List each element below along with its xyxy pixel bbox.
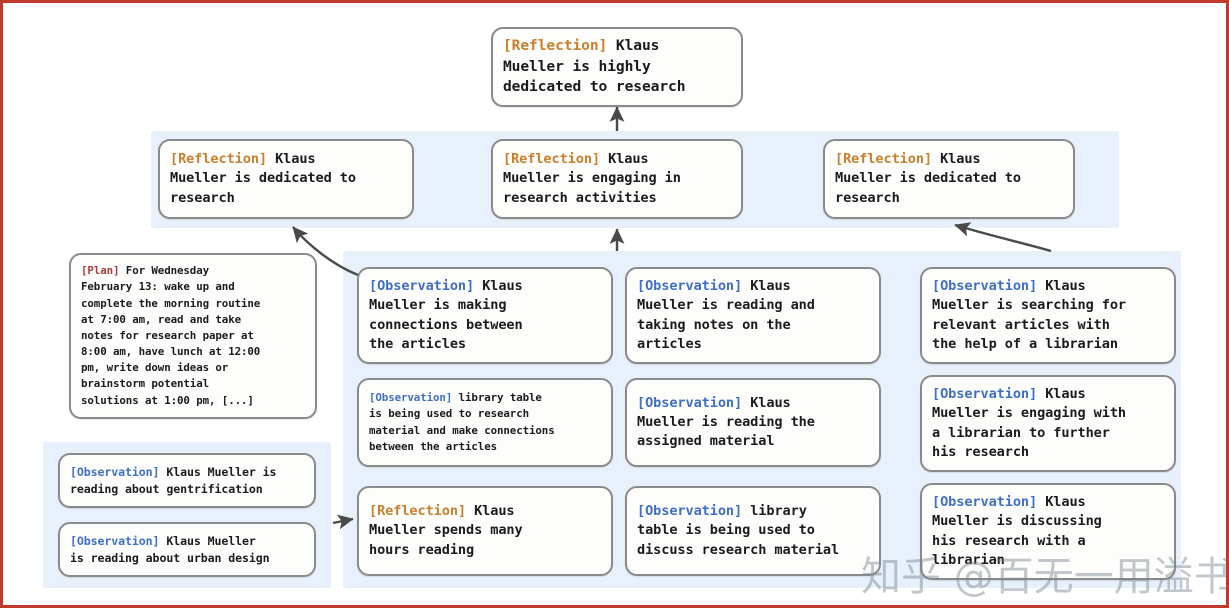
node-col-b-3[interactable]: [Observation] library table is being use…	[625, 486, 881, 576]
node-body: Klaus Mueller is engaging with a librari…	[932, 385, 1127, 460]
node-text: [Reflection] Klaus Mueller spends many h…	[359, 502, 611, 560]
node-body: Klaus Mueller is making connections betw…	[369, 277, 523, 352]
node-text: [Plan] For Wednesday February 13: wake u…	[71, 263, 315, 409]
node-left-observation-2[interactable]: [Observation] Klaus Mueller is reading a…	[58, 522, 316, 577]
tag-observation: [Observation]	[70, 534, 160, 549]
node-body: Klaus Mueller is discussing his research…	[932, 493, 1102, 568]
node-body: Klaus Mueller is highly dedicated to res…	[503, 36, 686, 96]
node-root-reflection[interactable]: [Reflection] Klaus Mueller is highly ded…	[491, 27, 743, 107]
tag-observation: [Observation]	[70, 465, 160, 480]
tag-observation: [Observation]	[932, 277, 1038, 294]
node-text: [Observation] Klaus Mueller is searching…	[922, 277, 1174, 354]
node-body: Klaus Mueller is engaging in research ac…	[503, 151, 681, 206]
tag-observation: [Observation]	[369, 391, 453, 405]
node-text: [Observation] Klaus Mueller is reading a…	[60, 464, 314, 497]
node-text: [Observation] Klaus Mueller is making co…	[359, 277, 611, 354]
node-text: [Observation] Klaus Mueller is reading t…	[627, 394, 879, 452]
node-text: [Observation] Klaus Mueller is reading a…	[627, 277, 879, 354]
node-body: Klaus Mueller is searching for relevant …	[932, 277, 1127, 352]
node-body: library table is being used to research …	[369, 391, 555, 453]
node-text: [Reflection] Klaus Mueller is dedicated …	[160, 150, 412, 208]
tag-observation: [Observation]	[637, 394, 743, 411]
node-body: Klaus Mueller is reading the assigned ma…	[637, 394, 815, 450]
node-col-a-3[interactable]: [Reflection] Klaus Mueller spends many h…	[357, 486, 613, 576]
node-plan[interactable]: [Plan] For Wednesday February 13: wake u…	[69, 253, 317, 419]
node-text: [Observation] library table is being use…	[359, 390, 611, 455]
tag-observation: [Observation]	[369, 277, 475, 294]
tag-reflection: [Reflection]	[369, 503, 467, 520]
node-body: Klaus Mueller spends many hours reading	[369, 503, 523, 558]
node-body: Klaus Mueller is dedicated to research	[835, 151, 1021, 206]
node-col-b-1[interactable]: [Observation] Klaus Mueller is reading a…	[625, 267, 881, 364]
node-body: Klaus Mueller is dedicated to research	[170, 151, 356, 206]
node-reflection-left[interactable]: [Reflection] Klaus Mueller is dedicated …	[158, 139, 414, 219]
node-text: [Reflection] Klaus Mueller is dedicated …	[825, 150, 1073, 208]
tag-reflection: [Reflection]	[503, 36, 608, 54]
node-col-c-1[interactable]: [Observation] Klaus Mueller is searching…	[920, 267, 1176, 364]
tag-plan: [Plan]	[81, 264, 120, 278]
node-reflection-right[interactable]: [Reflection] Klaus Mueller is dedicated …	[823, 139, 1075, 219]
node-col-c-3[interactable]: [Observation] Klaus Mueller is discussin…	[920, 483, 1176, 580]
node-col-c-2[interactable]: [Observation] Klaus Mueller is engaging …	[920, 375, 1176, 472]
node-text: [Observation] Klaus Mueller is reading a…	[60, 533, 314, 566]
node-text: [Reflection] Klaus Mueller is engaging i…	[493, 150, 741, 208]
tag-reflection: [Reflection]	[835, 151, 933, 168]
node-body: For Wednesday February 13: wake up and c…	[81, 264, 261, 407]
node-left-observation-1[interactable]: [Observation] Klaus Mueller is reading a…	[58, 453, 316, 508]
node-text: [Observation] Klaus Mueller is engaging …	[922, 385, 1174, 462]
tag-observation: [Observation]	[932, 493, 1038, 510]
node-body: library table is being used to discuss r…	[637, 503, 840, 558]
node-col-a-1[interactable]: [Observation] Klaus Mueller is making co…	[357, 267, 613, 364]
node-body: Klaus Mueller is reading about urban des…	[70, 534, 270, 565]
node-col-a-2[interactable]: [Observation] library table is being use…	[357, 378, 613, 467]
node-text: [Observation] library table is being use…	[627, 502, 879, 560]
node-body: Klaus Mueller is reading about gentrific…	[70, 465, 277, 496]
tag-observation: [Observation]	[932, 385, 1038, 402]
node-col-b-2[interactable]: [Observation] Klaus Mueller is reading t…	[625, 378, 881, 467]
tag-reflection: [Reflection]	[503, 151, 601, 168]
tag-reflection: [Reflection]	[170, 151, 268, 168]
node-reflection-middle[interactable]: [Reflection] Klaus Mueller is engaging i…	[491, 139, 743, 219]
tag-observation: [Observation]	[637, 503, 743, 520]
node-text: [Observation] Klaus Mueller is discussin…	[922, 493, 1174, 570]
tag-observation: [Observation]	[637, 277, 743, 294]
node-text: [Reflection] Klaus Mueller is highly ded…	[493, 36, 741, 98]
node-body: Klaus Mueller is reading and taking note…	[637, 277, 815, 352]
